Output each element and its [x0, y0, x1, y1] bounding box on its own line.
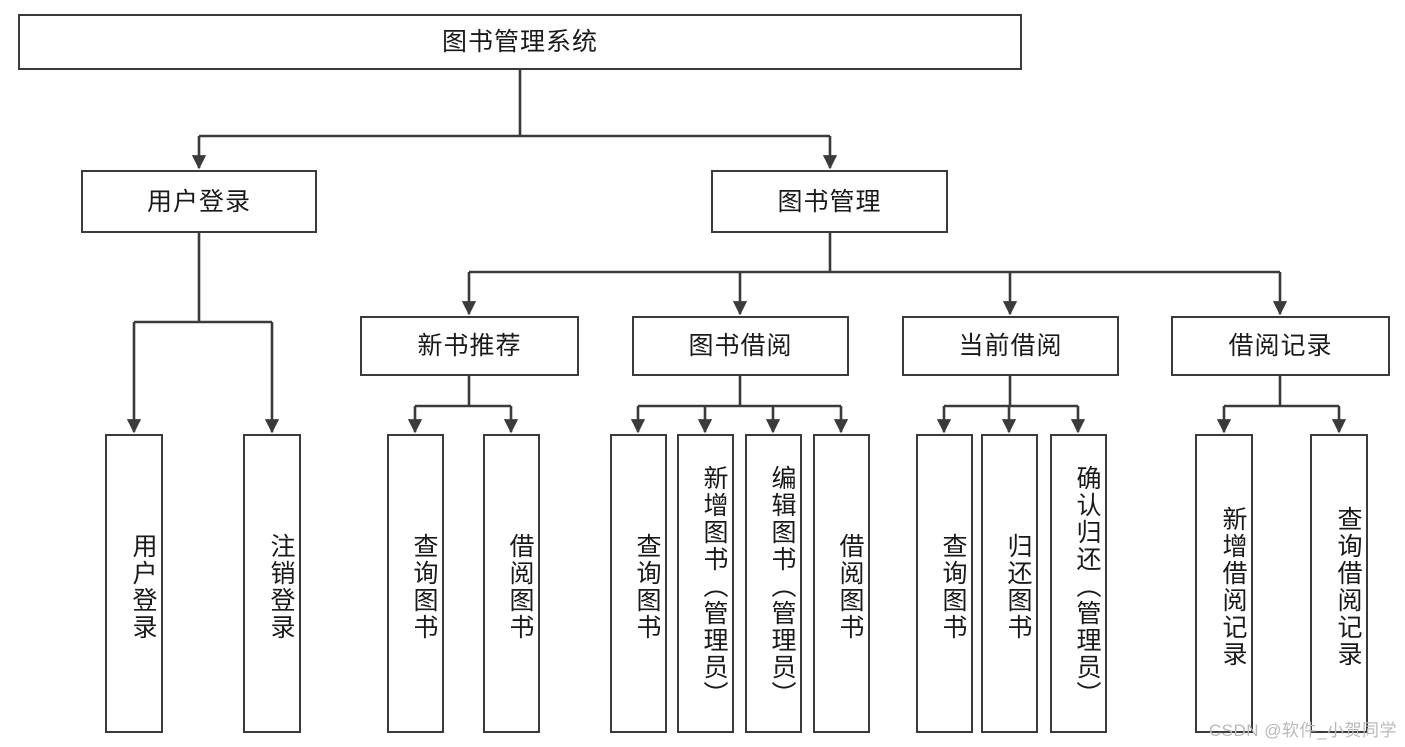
node-label: 新增图书（管理员）	[700, 465, 728, 708]
node-new-book-recommend[interactable]: 新书推荐	[360, 316, 579, 376]
node-root-book-management-system[interactable]: 图书管理系统	[18, 14, 1022, 70]
node-label: 借阅图书	[506, 532, 534, 641]
node-label: 当前借阅	[958, 332, 1063, 360]
node-label: 新增借阅记录	[1219, 505, 1247, 668]
node-current-borrow[interactable]: 当前借阅	[902, 316, 1119, 376]
node-user-login[interactable]: 用户登录	[81, 170, 317, 233]
watermark-text: CSDN @软件_小贺同学	[1208, 721, 1397, 740]
node-book-borrow[interactable]: 图书借阅	[632, 316, 849, 376]
node-label: 查询图书	[939, 532, 967, 641]
node-label: 借阅记录	[1228, 332, 1333, 360]
node-label: 图书管理	[777, 187, 882, 216]
node-leaf-add-borrow-record[interactable]: 新增借阅记录	[1195, 434, 1253, 733]
node-leaf-query-book-borrow[interactable]: 查询图书	[610, 434, 667, 733]
node-label: 注销登录	[267, 532, 295, 641]
node-borrow-record[interactable]: 借阅记录	[1171, 316, 1390, 376]
node-label: 查询图书	[633, 532, 661, 641]
node-leaf-add-book-admin[interactable]: 新增图书（管理员）	[677, 434, 734, 733]
node-label: 借阅图书	[836, 532, 864, 641]
node-leaf-query-borrow-record[interactable]: 查询借阅记录	[1310, 434, 1368, 733]
node-label: 确认归还（管理员）	[1073, 465, 1101, 708]
node-label: 图书借阅	[688, 332, 793, 360]
node-leaf-user-login[interactable]: 用户登录	[105, 434, 163, 733]
node-leaf-edit-book-admin[interactable]: 编辑图书（管理员）	[745, 434, 802, 733]
node-leaf-query-book-current[interactable]: 查询图书	[916, 434, 973, 733]
node-label: 查询图书	[410, 532, 438, 641]
node-leaf-logout[interactable]: 注销登录	[243, 434, 301, 733]
node-label: 编辑图书（管理员）	[768, 465, 796, 708]
node-leaf-confirm-return-admin[interactable]: 确认归还（管理员）	[1050, 434, 1107, 733]
node-label: 用户登录	[146, 187, 251, 216]
node-leaf-query-book-recommend[interactable]: 查询图书	[387, 434, 444, 733]
node-label: 归还图书	[1004, 532, 1032, 641]
node-label: 新书推荐	[417, 332, 522, 360]
node-label: 图书管理系统	[441, 28, 598, 56]
node-leaf-return-book[interactable]: 归还图书	[981, 434, 1038, 733]
node-leaf-borrow-book[interactable]: 借阅图书	[813, 434, 870, 733]
node-leaf-borrow-book-recommend[interactable]: 借阅图书	[483, 434, 540, 733]
node-label: 查询借阅记录	[1334, 505, 1362, 668]
node-book-management[interactable]: 图书管理	[711, 170, 948, 233]
node-label: 用户登录	[129, 532, 157, 641]
